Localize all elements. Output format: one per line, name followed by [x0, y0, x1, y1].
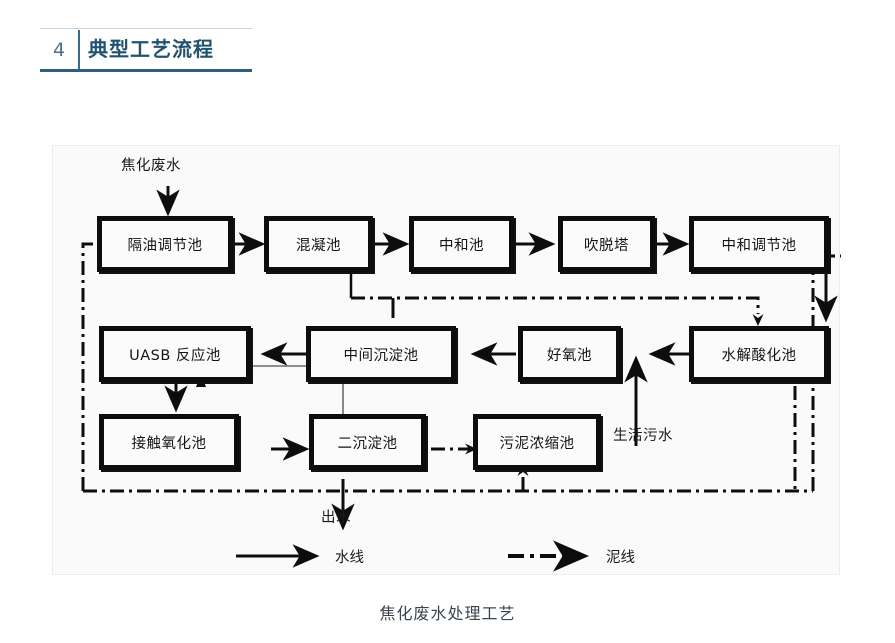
- node-label: 水解酸化池: [721, 347, 797, 364]
- header-rule-top: [40, 28, 252, 29]
- node-label: 中和调节池: [721, 237, 797, 254]
- legend-label-water-line: 水线: [335, 550, 364, 566]
- label-influent: 焦化废水: [121, 158, 181, 174]
- section-number: 4: [52, 39, 66, 61]
- sludge-arrowhead: [465, 443, 477, 455]
- figure-caption: 焦化废水处理工艺: [379, 604, 516, 623]
- section-header: 4 典型工艺流程: [40, 28, 252, 72]
- node-label: 污泥浓缩池: [499, 435, 575, 452]
- node-uasb-reactor[interactable]: UASB 反应池: [99, 326, 251, 382]
- node-label: 好氧池: [547, 347, 592, 364]
- header-rule-bottom: [40, 69, 252, 72]
- node-label: 吹脱塔: [584, 237, 629, 254]
- node-sludge-thickener[interactable]: 污泥浓缩池: [473, 414, 601, 470]
- node-secondary-settler[interactable]: 二沉淀池: [309, 414, 426, 470]
- process-flow-diagram: 隔油调节池 混凝池 中和池 吹脱塔 中和调节池 UASB 反应池 中间沉淀池 好…: [52, 145, 841, 575]
- sludge-arrowhead: [752, 314, 764, 326]
- node-stripping-tower[interactable]: 吹脱塔: [558, 216, 655, 272]
- node-coagulation-tank[interactable]: 混凝池: [264, 216, 373, 272]
- node-intermediate-settler[interactable]: 中间沉淀池: [306, 326, 456, 382]
- node-neutral-regulate-tank[interactable]: 中和调节池: [689, 216, 829, 272]
- legend-label-sludge-line: 泥线: [606, 550, 635, 566]
- node-label: 中间沉淀池: [343, 347, 419, 364]
- node-oil-separation-tank[interactable]: 隔油调节池: [97, 216, 233, 272]
- node-neutralization-tank[interactable]: 中和池: [409, 216, 514, 272]
- node-label: 接触氧化池: [131, 435, 207, 452]
- header-divider: [78, 30, 80, 70]
- page-title: 典型工艺流程: [88, 37, 214, 61]
- node-label: 中和池: [439, 237, 484, 254]
- sludge-arrowhead: [517, 464, 529, 476]
- node-label: 二沉淀池: [337, 435, 398, 452]
- label-domestic-sewage: 生活污水: [613, 428, 673, 444]
- node-label: 隔油调节池: [127, 237, 203, 254]
- node-label: 混凝池: [296, 237, 341, 254]
- node-hydrolysis-tank[interactable]: 水解酸化池: [689, 326, 829, 382]
- node-aerobic-tank[interactable]: 好氧池: [518, 326, 621, 382]
- label-effluent: 出水: [321, 510, 351, 526]
- node-contact-oxidation[interactable]: 接触氧化池: [99, 414, 239, 470]
- node-label: UASB 反应池: [129, 347, 221, 364]
